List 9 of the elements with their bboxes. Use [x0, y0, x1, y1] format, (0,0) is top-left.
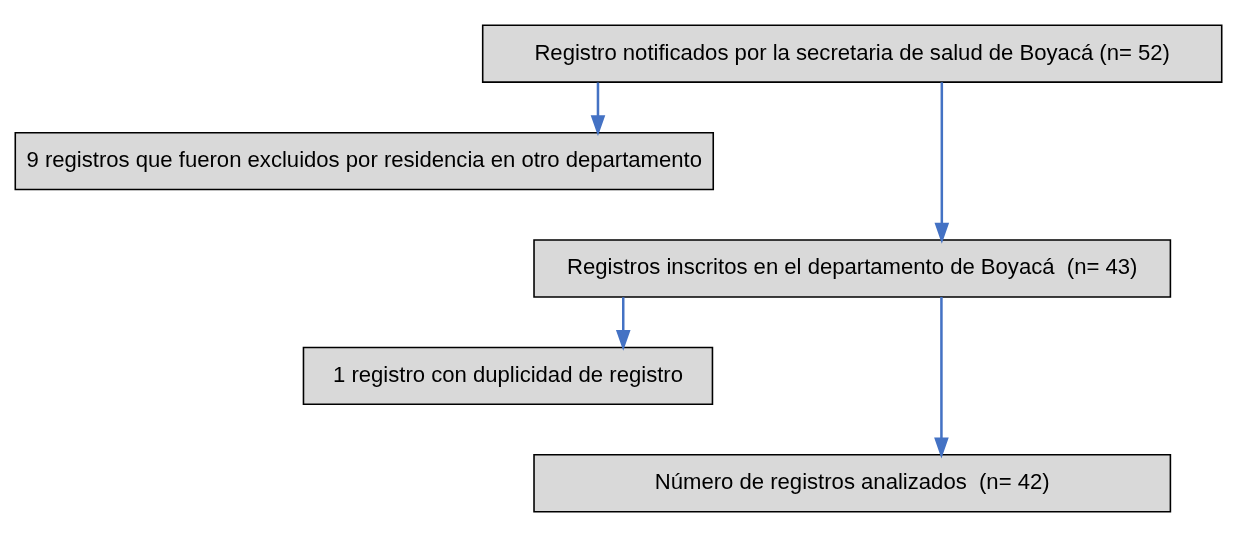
- node-box: 9 registros que fueron excluidos por residencia en otro departamento: [14, 131, 715, 191]
- arrow: [934, 297, 949, 459]
- arrow: [590, 82, 606, 137]
- node-box: Registros inscritos en el departamento de Boyacá (n= 43): [533, 239, 1172, 298]
- arrow: [934, 82, 950, 244]
- node-box: Registro notificados por la secretaria de salud de Boyacá (n= 52): [481, 24, 1223, 83]
- node-box: Número de registros analizados (n= 42): [533, 454, 1172, 513]
- node-box: 1 registro con duplicidad de registro: [302, 346, 714, 406]
- arrow: [615, 297, 631, 351]
